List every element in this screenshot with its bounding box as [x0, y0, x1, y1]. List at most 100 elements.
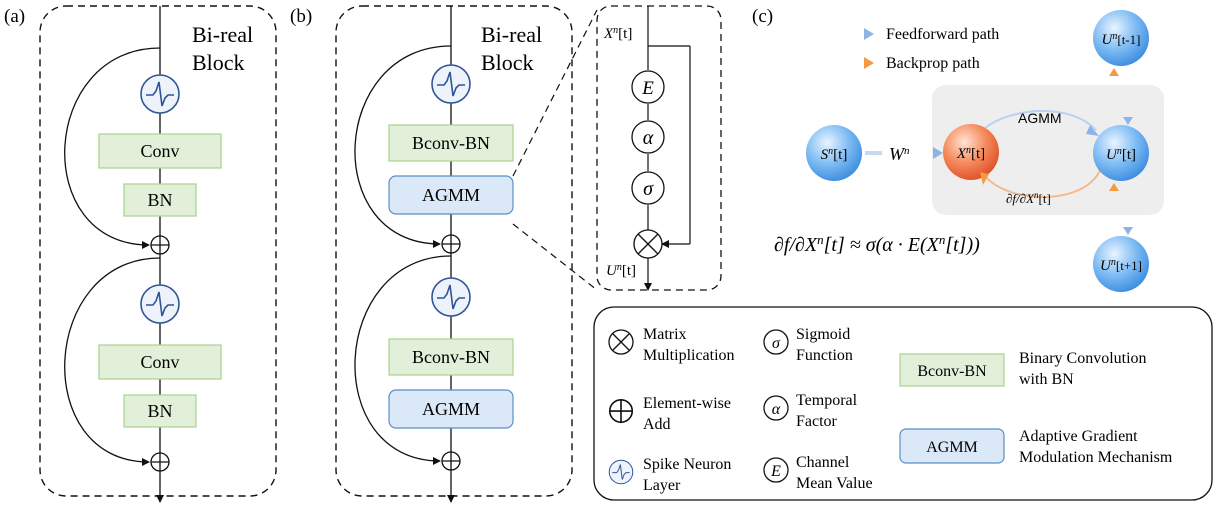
- panel-b: (b) Bi-real Block Bconv-BN AGMM Bconv-BN…: [290, 5, 722, 503]
- spike-neuron-icon: [431, 277, 471, 317]
- legend-channel-mean-value: E Channel Mean Value: [763, 454, 873, 492]
- bconv-bn-label: Bconv-BN: [412, 133, 490, 153]
- svg-text:Multiplication: Multiplication: [643, 347, 735, 364]
- skip-connection-1: [64, 47, 161, 249]
- panel-a-title-line1: Bi-real: [192, 22, 253, 47]
- agmm-arrow-label: AGMM: [1018, 110, 1062, 126]
- spike-neuron-icon: [140, 284, 180, 324]
- element-wise-add-icon: [441, 234, 461, 254]
- svg-text:Sigmoid: Sigmoid: [796, 326, 850, 343]
- legend-spike-neuron-layer: Spike Neuron Layer: [608, 456, 731, 494]
- membrane-input-label: Xn[t]: [956, 145, 985, 163]
- svg-text:σ: σ: [772, 335, 781, 352]
- feedforward-legend-label: Feedforward path: [886, 26, 999, 43]
- weight-label: Wn: [889, 144, 910, 164]
- membrane-output-label: Un[t]: [1106, 146, 1136, 164]
- agmm-layer: [388, 389, 514, 429]
- bn-label: BN: [147, 401, 172, 421]
- panel-c-tag: (c): [752, 6, 773, 27]
- previous-timestep-node: [1093, 10, 1149, 66]
- agmm-label: AGMM: [422, 185, 480, 205]
- bn-label: BN: [147, 190, 172, 210]
- panel-a-tag: (a): [4, 6, 25, 27]
- zoom-connector: [512, 223, 598, 291]
- legend-temporal-factor: α Temporal Factor: [763, 392, 858, 430]
- matrix-multiply-icon: [633, 229, 663, 259]
- svg-text:with BN: with BN: [1019, 371, 1074, 388]
- skip-connection-2: [64, 257, 161, 466]
- conv-label: Conv: [140, 352, 179, 372]
- previous-timestep-label: Un[t-1]: [1102, 31, 1141, 49]
- panel-b-tag: (b): [290, 6, 312, 27]
- agmm-label: AGMM: [422, 399, 480, 419]
- legend-element-wise-add: Element-wise Add: [608, 395, 731, 433]
- svg-text:Factor: Factor: [796, 413, 838, 430]
- channel-mean-symbol: E: [641, 78, 654, 99]
- next-timestep-node: [1093, 236, 1149, 292]
- svg-text:Binary Convolution: Binary Convolution: [1019, 350, 1147, 367]
- temporal-factor-icon: [631, 120, 665, 154]
- svg-text:Adaptive Gradient: Adaptive Gradient: [1019, 428, 1138, 445]
- svg-text:E: E: [770, 463, 781, 480]
- panel-b-title-line2: Block: [481, 50, 534, 75]
- agmm-feedforward-arrow: [984, 110, 1097, 131]
- spike-neuron-icon: [140, 74, 180, 114]
- svg-text:AGMM: AGMM: [926, 439, 978, 456]
- legend-agmm: AGMM Adaptive Gradient Modulation Mechan…: [899, 428, 1173, 466]
- element-wise-add-icon: [150, 235, 170, 255]
- agmm-layer: [388, 175, 514, 215]
- panel-c: (c) Feedforward path Backprop path Sn[t]…: [752, 6, 1164, 292]
- svg-text:Mean Value: Mean Value: [796, 475, 873, 492]
- bn-layer: [123, 183, 197, 217]
- bconv-bn-label: Bconv-BN: [412, 347, 490, 367]
- bconv-bn-layer: [388, 124, 514, 162]
- panel-a-title-line2: Block: [192, 50, 245, 75]
- channel-mean-icon: [631, 70, 665, 104]
- zoom-output-label: Un[t]: [606, 262, 636, 280]
- spike-input-label: Sn[t]: [821, 146, 848, 164]
- svg-text:Function: Function: [796, 347, 853, 364]
- gradient-backprop-arrow: [984, 169, 1101, 199]
- svg-text:Channel: Channel: [796, 454, 850, 471]
- legend-frame: [593, 306, 1213, 501]
- agmm-region: [932, 85, 1164, 215]
- membrane-output-node: [1093, 125, 1149, 181]
- svg-text:Add: Add: [643, 416, 671, 433]
- element-wise-add-icon: [150, 452, 170, 472]
- next-timestep-label: Un[t+1]: [1100, 257, 1142, 275]
- svg-text:Modulation Mechanism: Modulation Mechanism: [1019, 449, 1173, 466]
- sigmoid-symbol: σ: [643, 178, 654, 200]
- legend-sigmoid-function: σ Sigmoid Function: [763, 326, 853, 364]
- element-wise-add-icon: [441, 451, 461, 471]
- backprop-legend-label: Backprop path: [886, 55, 980, 72]
- svg-text:Spike Neuron: Spike Neuron: [643, 456, 731, 473]
- sigmoid-icon: [631, 171, 665, 205]
- skip-connection-2: [354, 255, 452, 465]
- panel-a: (a) Bi-real Block Conv BN Conv BN: [4, 5, 277, 503]
- bconv-bn-layer: [388, 338, 514, 376]
- gradient-formula: ∂f/∂Xn[t] ≈ σ(α · E(Xn[t])): [774, 232, 980, 257]
- agmm-zoom-detail: Xn[t] E α σ Un[t]: [596, 5, 722, 291]
- membrane-input-node: [943, 124, 999, 180]
- zoom-input-label: Xn[t]: [603, 25, 632, 43]
- svg-text:Matrix: Matrix: [643, 326, 687, 343]
- conv-layer: [98, 133, 222, 169]
- skip-connection-1: [354, 45, 452, 248]
- spike-neuron-icon: [431, 64, 471, 104]
- gradient-label: ∂f/∂Xn[t]: [1006, 190, 1051, 206]
- svg-text:Bconv-BN: Bconv-BN: [917, 363, 987, 380]
- conv-layer: [98, 344, 222, 380]
- panel-b-title-line1: Bi-real: [481, 22, 542, 47]
- symbol-legend: Matrix Multiplication Element-wise Add S…: [593, 306, 1213, 501]
- svg-text:Element-wise: Element-wise: [643, 395, 731, 412]
- bn-layer: [123, 394, 197, 428]
- spike-input-node: [806, 125, 862, 181]
- temporal-factor-symbol: α: [643, 127, 654, 149]
- legend-matrix-multiplication: Matrix Multiplication: [608, 326, 735, 364]
- legend-binary-convolution: Bconv-BN Binary Convolution with BN: [899, 350, 1147, 388]
- conv-label: Conv: [140, 141, 179, 161]
- svg-text:Layer: Layer: [643, 477, 681, 494]
- svg-text:α: α: [772, 401, 781, 418]
- svg-text:Temporal: Temporal: [796, 392, 858, 409]
